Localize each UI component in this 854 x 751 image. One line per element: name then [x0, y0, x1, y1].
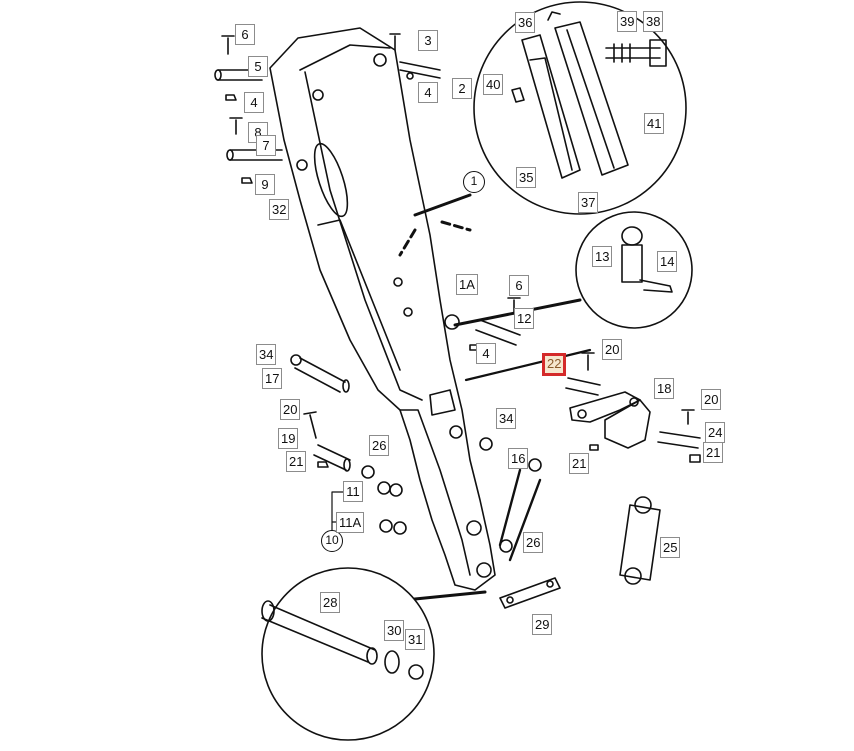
callout-9: 9	[255, 174, 275, 195]
callout-26-mid: 26	[369, 435, 390, 456]
callout-5: 5	[248, 56, 268, 77]
callout-11: 11	[343, 481, 363, 502]
callout-7: 7	[256, 135, 276, 156]
callout-39: 39	[617, 11, 638, 32]
callout-21-right: 21	[703, 442, 724, 463]
callout-16: 16	[508, 448, 529, 469]
callout-22-selected[interactable]: 22	[542, 353, 567, 376]
callout-29: 29	[532, 614, 553, 635]
callout-21-center: 21	[569, 453, 590, 474]
callout-6-mid: 6	[509, 275, 529, 296]
callout-20-right: 20	[701, 389, 722, 410]
callout-4-top-right: 4	[418, 82, 438, 103]
callout-38: 38	[643, 11, 664, 32]
callout-28: 28	[320, 592, 341, 613]
callout-21-left: 21	[286, 451, 307, 472]
callout-20-top: 20	[602, 339, 623, 360]
plate-29	[499, 577, 561, 609]
callout-1A: 1A	[456, 274, 478, 295]
callout-20-left: 20	[280, 399, 301, 420]
callout-18: 18	[654, 378, 675, 399]
callout-36: 36	[515, 12, 536, 33]
callout-24: 24	[705, 422, 726, 443]
callout-4-mid: 4	[476, 343, 496, 364]
callout-14: 14	[657, 251, 678, 272]
callout-34-left: 34	[256, 344, 277, 365]
callout-37: 37	[578, 192, 599, 213]
callout-35: 35	[516, 167, 537, 188]
callout-32: 32	[269, 199, 290, 220]
callout-13: 13	[592, 246, 613, 267]
callout-30: 30	[384, 620, 405, 641]
link-25	[619, 496, 661, 585]
callout-6: 6	[235, 24, 255, 45]
boom-arm	[269, 27, 496, 591]
pin-28-detail	[261, 567, 435, 741]
callout-26-lower: 26	[523, 532, 544, 553]
callout-41: 41	[644, 113, 665, 134]
bracket-18	[565, 352, 701, 463]
callout-19: 19	[278, 428, 299, 449]
callout-2: 2	[452, 78, 472, 99]
circled-assembly-10: 10	[321, 530, 343, 552]
circled-assembly-1: 1	[463, 171, 485, 193]
callout-31: 31	[405, 629, 426, 650]
callout-11A: 11A	[336, 512, 365, 533]
callout-40: 40	[483, 74, 504, 95]
callout-25: 25	[660, 537, 681, 558]
callout-34-right: 34	[496, 408, 517, 429]
callout-17: 17	[262, 368, 283, 389]
callout-3: 3	[418, 30, 438, 51]
callout-12: 12	[514, 308, 535, 329]
callout-4-top-left: 4	[244, 92, 264, 113]
pin-13-detail	[575, 211, 693, 329]
wear-pad-detail	[473, 1, 687, 215]
